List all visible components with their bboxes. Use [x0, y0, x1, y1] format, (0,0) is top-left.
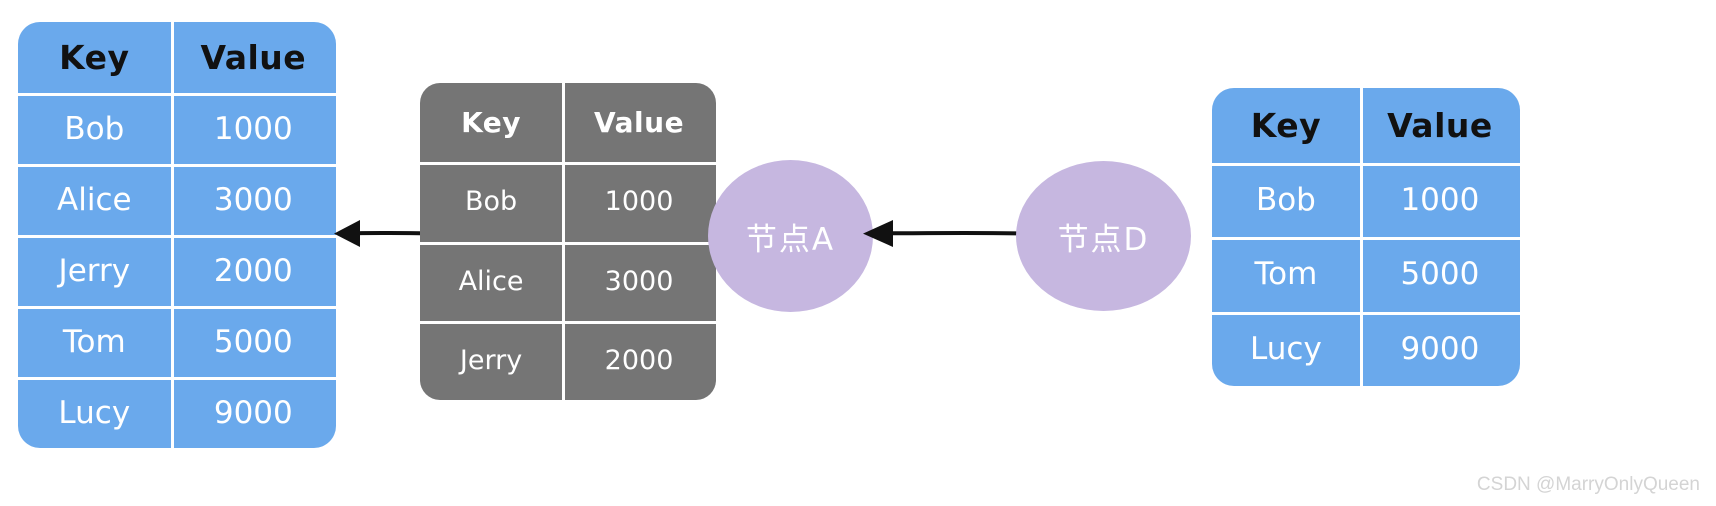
cell-key: Lucy — [1250, 330, 1322, 367]
table-row: Alice 3000 — [18, 164, 336, 235]
node-d: 节点D — [1016, 161, 1191, 311]
watermark: CSDN @MarryOnlyQueen — [1476, 474, 1700, 495]
column-header-value: Value — [170, 22, 336, 93]
node-a-table: Key Value Bob 1000 Alice 3000 Jerry 2000 — [420, 83, 716, 400]
table-row: Bob 1000 — [18, 93, 336, 164]
cell-key: Bob — [464, 186, 518, 218]
cell-key: Tom — [1254, 256, 1318, 293]
node-a-label: 节点A — [745, 221, 836, 258]
table-row: Tom 5000 — [18, 306, 336, 377]
cell-value: 5000 — [1359, 237, 1520, 312]
cell-key: Bob — [1255, 181, 1316, 218]
cell-key: Jerry — [459, 344, 523, 376]
table-row: Alice 3000 — [420, 241, 716, 322]
column-header-key: Key — [461, 106, 522, 140]
node-a: 节点A — [708, 160, 873, 312]
cell-key: Lucy — [58, 394, 131, 431]
node-d-label: 节点D — [1057, 221, 1150, 258]
cell-key: Tom — [62, 323, 126, 360]
table-header-row: Key Value — [420, 83, 716, 163]
cell-value: 2000 — [170, 235, 336, 306]
column-header-key: Key — [1250, 105, 1322, 145]
cell-key: Alice — [57, 181, 132, 218]
column-header-value: Value — [562, 83, 716, 163]
cell-value: 1000 — [1359, 162, 1520, 238]
cell-key: Jerry — [58, 252, 131, 289]
cell-key: Bob — [64, 110, 125, 147]
merged-table: Key Value Bob 1000 Alice 3000 Jerry 2000… — [18, 22, 336, 448]
table-header-row: Key Value — [18, 22, 336, 93]
arrow-d-to-a-icon — [855, 212, 1027, 254]
table-row: Jerry 2000 — [420, 320, 716, 400]
node-d-table: Key Value Bob 1000 Tom 5000 Lucy 9000 — [1212, 88, 1520, 386]
table-row: Tom 5000 — [1212, 237, 1520, 312]
table-header-row: Key Value — [1212, 88, 1520, 163]
cell-value: 1000 — [562, 162, 716, 242]
cell-value: 2000 — [562, 320, 716, 400]
table-row: Bob 1000 — [420, 162, 716, 242]
cell-key: Alice — [458, 265, 524, 297]
column-header-key: Key — [59, 38, 130, 77]
cell-value: 5000 — [170, 306, 336, 377]
cell-value: 1000 — [170, 93, 336, 164]
table-row: Lucy 9000 — [1212, 311, 1520, 387]
cell-value: 9000 — [1359, 311, 1520, 387]
cell-value: 3000 — [170, 164, 336, 235]
table-row: Jerry 2000 — [18, 235, 336, 306]
cell-value: 9000 — [170, 377, 336, 448]
table-row: Bob 1000 — [1212, 162, 1520, 238]
table-row: Lucy 9000 — [18, 377, 336, 448]
column-header-value: Value — [1359, 88, 1520, 163]
arrow-middle-to-left-icon — [330, 212, 430, 254]
cell-value: 3000 — [562, 241, 716, 322]
